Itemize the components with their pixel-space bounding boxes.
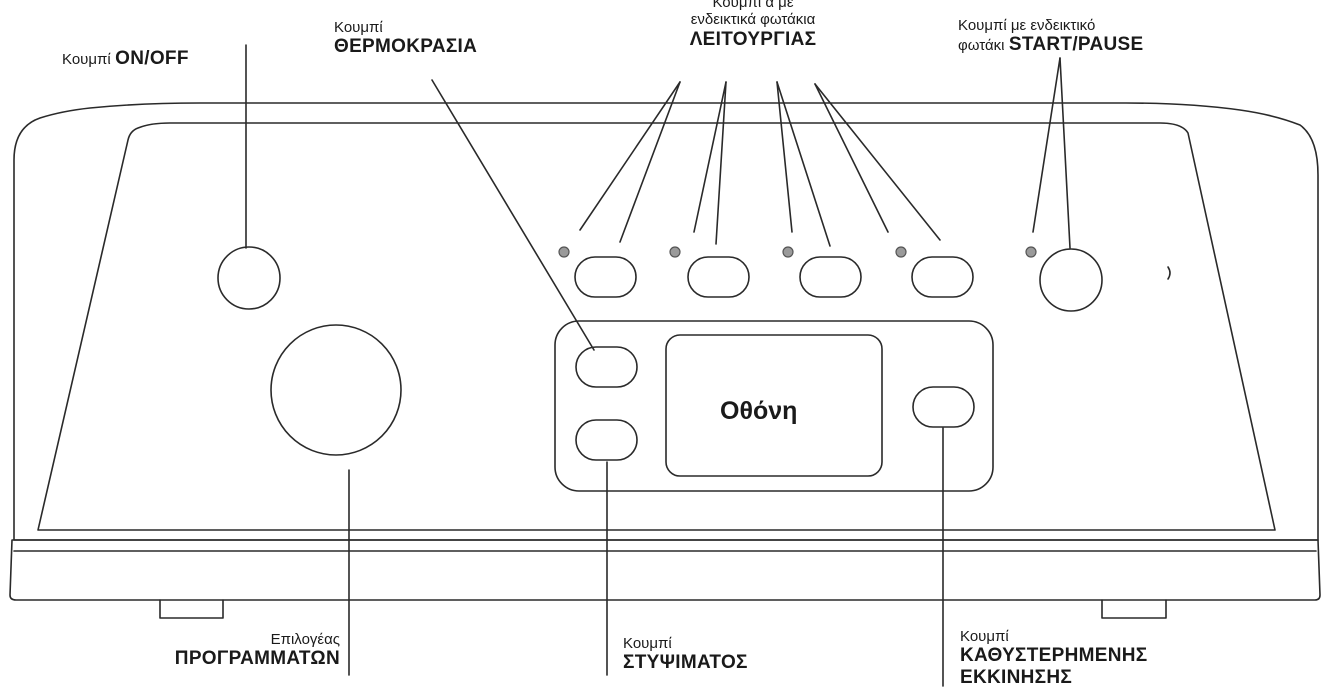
leader-function-2a [693,81,727,233]
label-functions-line2: ενδεικτικά φωτάκια [690,11,816,29]
label-functions-bold: ΛΕΙΤΟΥΡΓΙΑΣ [689,28,817,50]
label-delay-bold1: ΚΑΘΥΣΤΕΡΗΜΕΝΗΣ [960,645,1148,667]
label-onoff-bold: ON/OFF [115,48,189,69]
panel-outline [13,102,1319,541]
leader-function-4a [814,83,889,233]
label-start-pause-line1: Κουμπί με ενδεικτικό [958,17,1096,34]
label-start-pause-prefix: φωτάκι [958,37,1005,55]
label-temperature: Κουμπί ΘΕΡΜΟΚΡΑΣΙΑ [334,19,477,58]
display-screen [665,334,883,477]
left-foot [159,599,224,619]
indicator-light-2 [669,246,681,258]
indicator-light-start [1025,246,1037,258]
panel-base [9,539,1321,601]
leader-function-2b [715,81,727,245]
label-functions: Κουμπί ά με ενδεικτικά φωτάκια ΛΕΙΤΟΥΡΓΙ… [633,0,873,50]
label-onoff-prefix: Κουμπί [62,51,111,68]
indicator-light-3 [782,246,794,258]
function-button-4[interactable] [911,256,974,298]
leader-function-3a [776,81,793,233]
leader-temperature [431,79,595,351]
display-screen-text: Οθόνη [720,397,798,425]
label-delay-bold2: ΕΚΚΙΝΗΣΗΣ [960,667,1073,689]
indicator-light-1 [558,246,570,258]
leader-function-3b [776,81,831,247]
label-start-pause: Κουμπί με ενδεικτικό φωτάκι START/PAUSE [958,17,1143,56]
label-programs: Επιλογέας ΠΡΟΓΡΑΜΜΑΤΩΝ [94,631,340,670]
label-spin-bold: ΣΤΥΨΙΜΑΤΟΣ [623,652,748,674]
onoff-button[interactable] [217,246,281,310]
delay-start-button[interactable] [912,386,975,428]
leader-function-1b [619,81,681,243]
leader-start-a [1032,57,1061,233]
spin-button[interactable] [575,419,638,461]
side-mark-right [1167,266,1171,280]
label-delay: Κουμπί ΚΑΘΥΣΤΕΡΗΜΕΝΗΣ ΕΚΚΙΝΗΣΗΣ [960,628,1147,689]
label-spin: Κουμπί ΣΤΥΨΙΜΑΤΟΣ [623,635,748,674]
label-delay-line1: Κουμπί [960,628,1009,645]
leader-function-4b [814,83,941,241]
right-foot [1101,599,1167,619]
label-programs-bold: ΠΡΟΓΡΑΜΜΑΤΩΝ [174,648,340,670]
label-onoff: Κουμπί ON/OFF [62,48,189,70]
panel-bezel [37,122,1276,531]
start-pause-button[interactable] [1039,248,1103,312]
leader-function-1a [579,81,681,231]
label-spin-line1: Κουμπί [623,635,672,652]
function-button-1[interactable] [574,256,637,298]
leader-start-b [1059,57,1071,249]
label-programs-line1: Επιλογέας [270,631,340,648]
label-start-pause-bold: START/PAUSE [1008,34,1144,56]
temperature-button[interactable] [575,346,638,388]
label-functions-line1: Κουμπί ά με [712,0,794,11]
function-button-2[interactable] [687,256,750,298]
label-temperature-line1: Κουμπί [334,19,383,36]
label-temperature-bold: ΘΕΡΜΟΚΡΑΣΙΑ [334,36,478,58]
program-selector-dial[interactable] [270,324,402,456]
function-button-3[interactable] [799,256,862,298]
indicator-light-4 [895,246,907,258]
